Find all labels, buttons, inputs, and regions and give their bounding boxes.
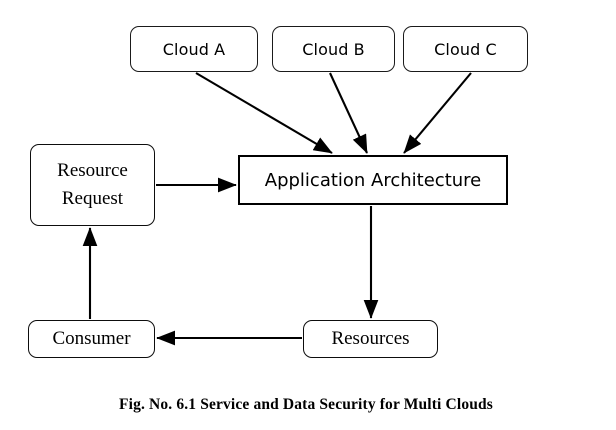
node-resources[interactable]: Resources <box>303 320 438 358</box>
node-consumer[interactable]: Consumer <box>28 320 155 358</box>
edge-cloud-b-to-app <box>329 72 368 154</box>
node-resource-request-label: Resource Request <box>57 160 128 209</box>
node-application-architecture-label: Application Architecture <box>264 169 482 191</box>
node-cloud-a[interactable]: Cloud A <box>130 26 258 72</box>
edge-cloud-c-to-app <box>403 72 472 154</box>
node-cloud-c-label: Cloud C <box>434 39 497 59</box>
node-cloud-b-label: Cloud B <box>302 39 365 59</box>
node-resource-request[interactable]: Resource Request <box>30 144 155 226</box>
node-application-architecture[interactable]: Application Architecture <box>238 155 508 205</box>
node-resources-label: Resources <box>331 328 410 350</box>
node-cloud-b[interactable]: Cloud B <box>272 26 395 72</box>
node-consumer-label: Consumer <box>52 328 131 350</box>
node-cloud-a-label: Cloud A <box>162 39 226 59</box>
edge-cloud-a-to-app <box>195 72 333 154</box>
figure-caption: Fig. No. 6.1 Service and Data Security f… <box>119 396 493 413</box>
node-cloud-c[interactable]: Cloud C <box>403 26 528 72</box>
